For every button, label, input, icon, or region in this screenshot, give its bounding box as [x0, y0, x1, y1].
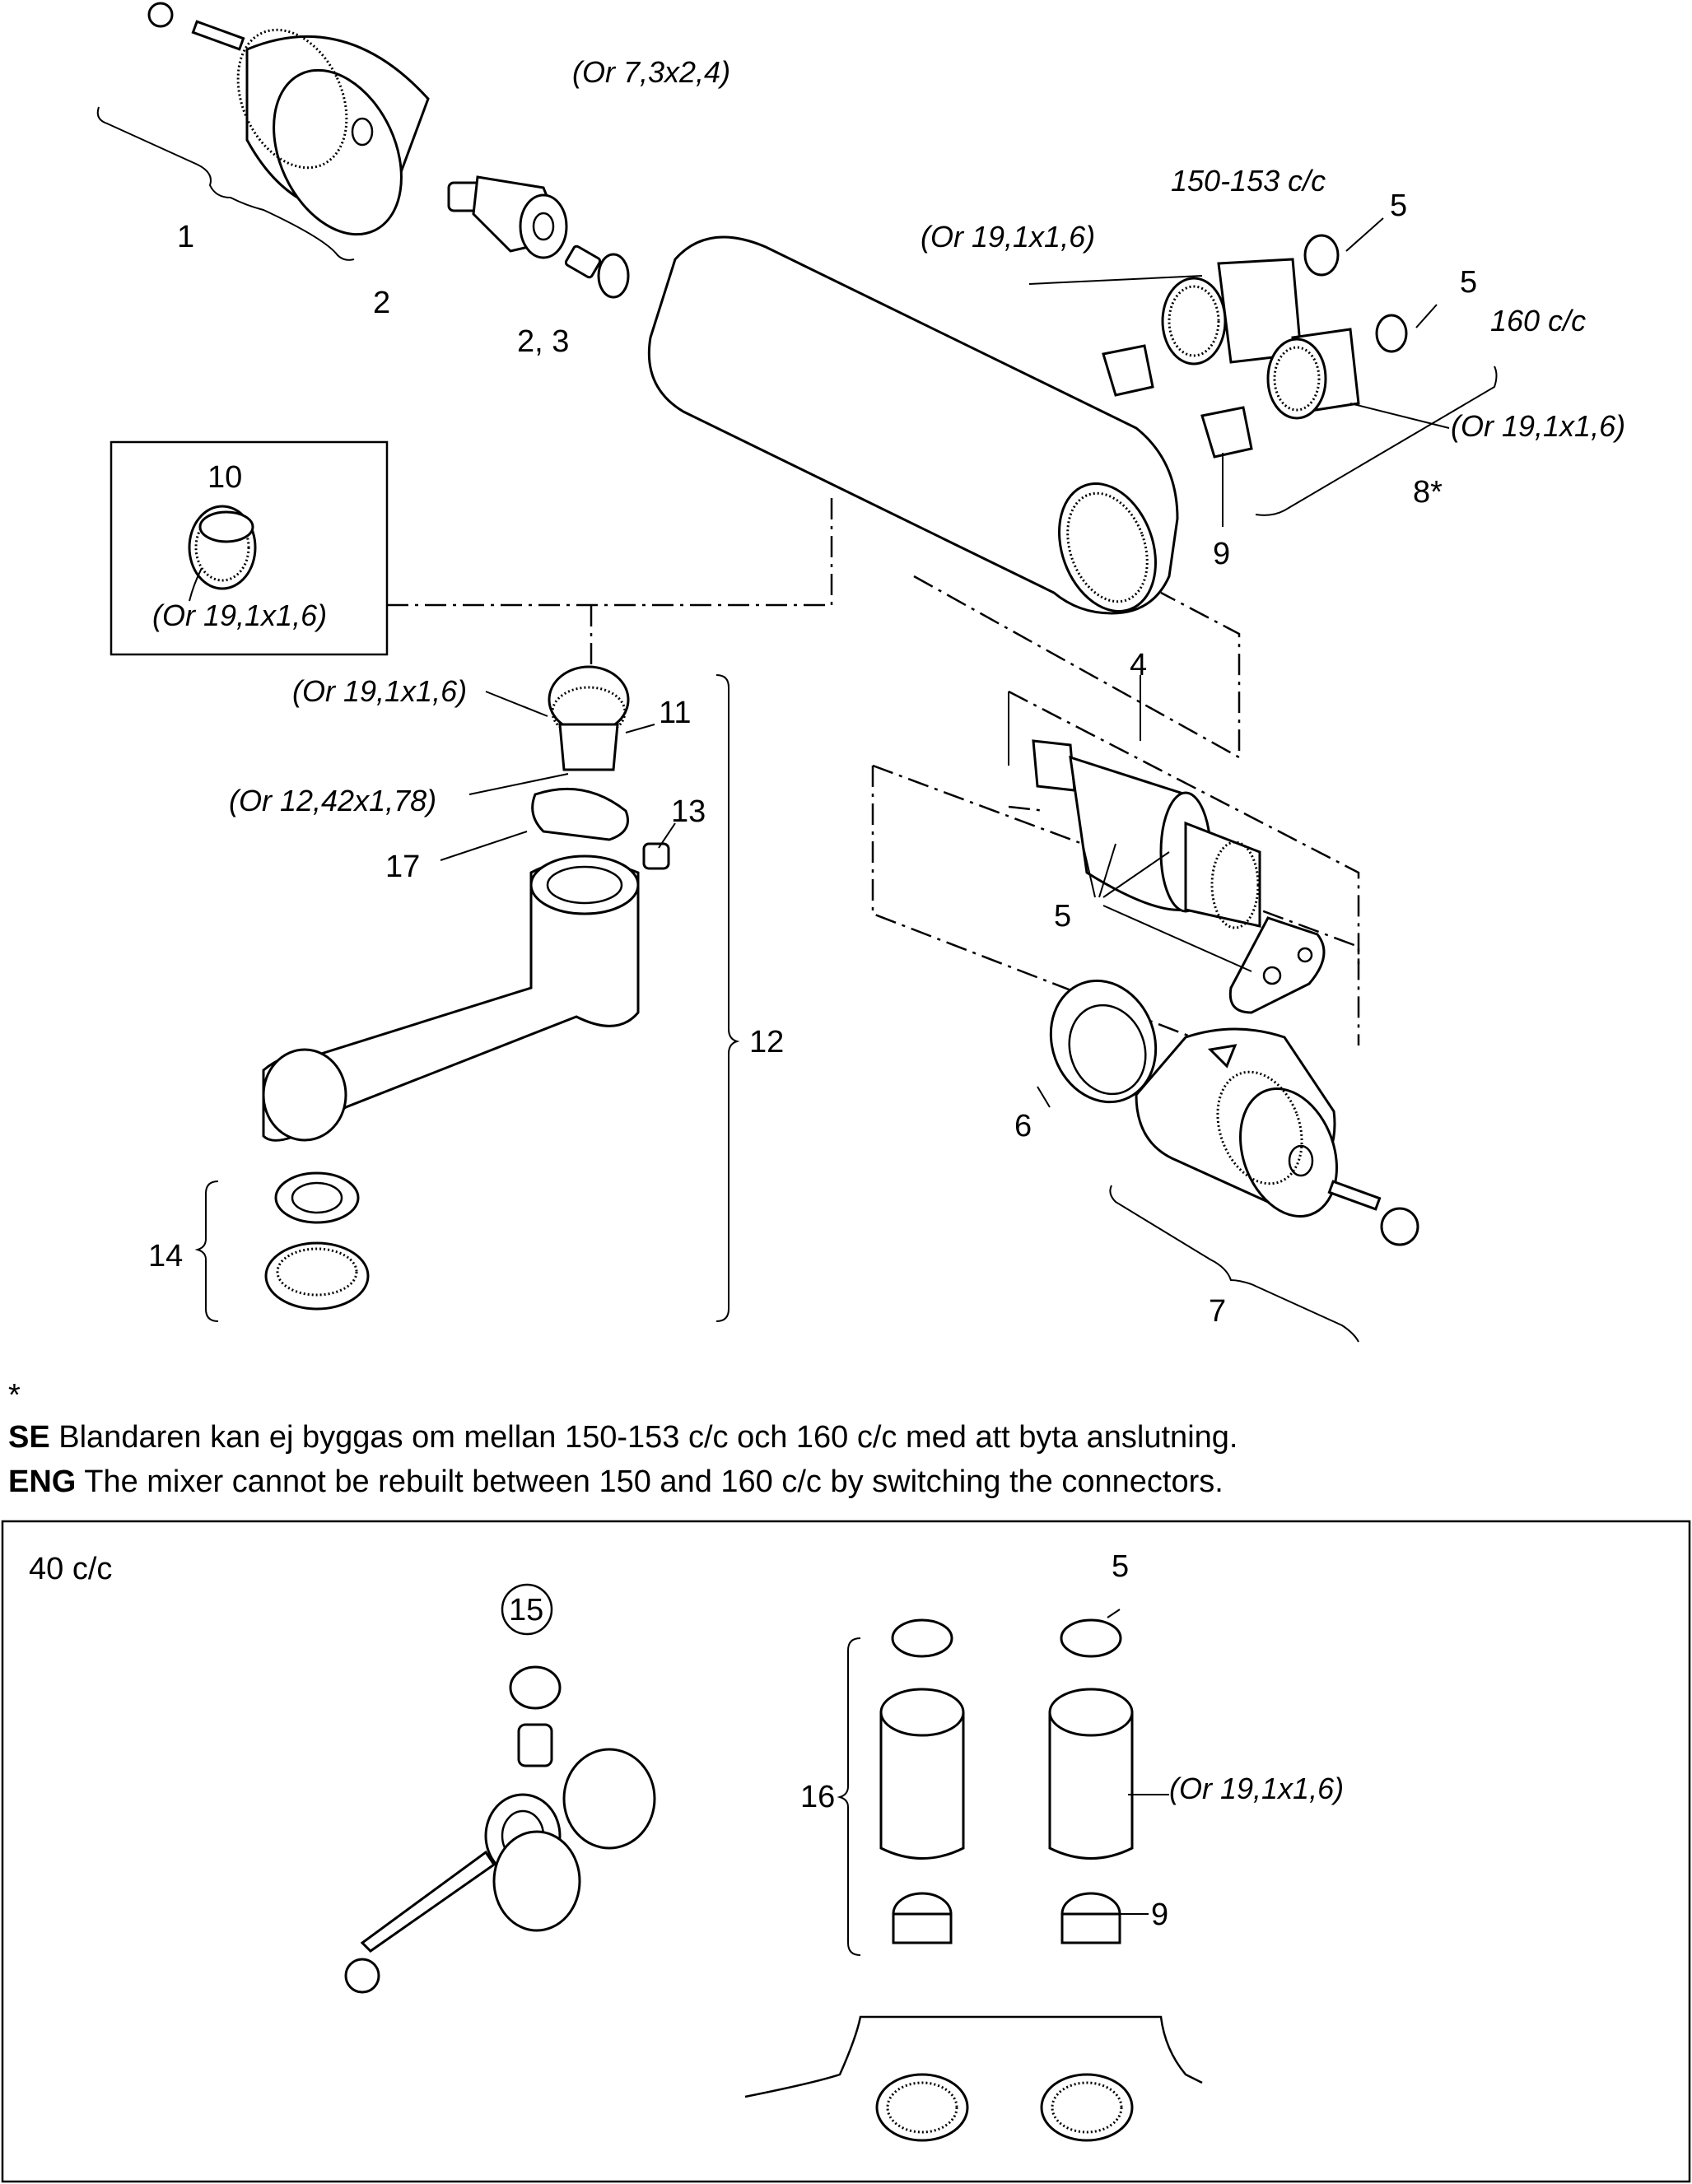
callout-7: 7 — [1209, 1294, 1226, 1329]
callout-5-c: 5 — [1054, 899, 1071, 934]
callout-6: 6 — [1014, 1109, 1032, 1143]
footnote-se-text: Blandaren kan ej byggas om mellan 150-15… — [49, 1420, 1238, 1455]
part-16-connectors — [837, 1609, 1169, 1956]
part-10-box — [110, 440, 389, 656]
callout-labels: 1 2 2, 3 5 5 8* 9 10 4 11 13 17 5 12 6 1… — [29, 55, 1625, 1932]
footnote-se: SE Blandaren kan ej byggas om mellan 150… — [8, 1418, 1238, 1456]
oring-19-bottom: (Or 19,1x1,6) — [1169, 1772, 1344, 1805]
callout-9-box: 9 — [1151, 1898, 1168, 1932]
spout-assembly — [194, 665, 740, 1322]
footnote-eng-text: The mixer cannot be rebuilt between 150 … — [76, 1465, 1224, 1499]
callout-5-a: 5 — [1390, 189, 1407, 223]
callout-5-box: 5 — [1112, 1549, 1129, 1584]
oring-19-box: (Or 19,1x1,6) — [152, 598, 327, 632]
callout-16: 16 — [800, 1780, 835, 1814]
callout-15: 15 — [509, 1593, 543, 1628]
callout-1: 1 — [177, 220, 194, 254]
cc-40: 40 c/c — [29, 1552, 112, 1586]
callout-13: 13 — [671, 794, 706, 829]
callout-4: 4 — [1130, 648, 1147, 682]
oring-19-top: (Or 19,1x1,6) — [921, 220, 1095, 254]
footnote-se-code: SE — [8, 1420, 50, 1455]
callout-2-3: 2, 3 — [517, 324, 569, 359]
callout-8: 8* — [1413, 475, 1443, 510]
callout-10: 10 — [207, 460, 242, 495]
cc-160: 160 c/c — [1490, 304, 1586, 338]
part-4-cartridge — [1008, 675, 1360, 1014]
callout-11: 11 — [659, 696, 691, 730]
footnote-eng-code: ENG — [8, 1465, 77, 1499]
callout-14: 14 — [148, 1239, 183, 1274]
detail-box-40cc — [1, 1520, 1691, 2183]
connectors-cc — [1028, 217, 1498, 527]
cc-150-153: 150-153 c/c — [1171, 164, 1326, 198]
oring-19-right: (Or 19,1x1,6) — [1451, 409, 1625, 443]
callout-2: 2 — [373, 286, 390, 320]
callout-9: 9 — [1213, 537, 1230, 571]
wall-outlets — [744, 2015, 1203, 2142]
part-1-handle — [96, 2, 430, 261]
part-15-fixing-kit — [344, 1583, 656, 1994]
footnote-asterisk: * — [8, 1378, 21, 1413]
footnote-eng: ENG The mixer cannot be rebuilt between … — [8, 1463, 1224, 1501]
part-6-7 — [1037, 979, 1419, 1343]
callout-12: 12 — [749, 1025, 784, 1059]
oring-19-spout: (Or 19,1x1,6) — [292, 674, 467, 708]
oring-12-42: (Or 12,42x1,78) — [229, 784, 436, 817]
oring-7-3: (Or 7,3x2,4) — [572, 55, 730, 89]
mixer-body — [647, 235, 1179, 615]
callout-17: 17 — [385, 850, 420, 884]
part-2-spindle — [447, 175, 630, 299]
callout-5-b: 5 — [1460, 265, 1477, 300]
